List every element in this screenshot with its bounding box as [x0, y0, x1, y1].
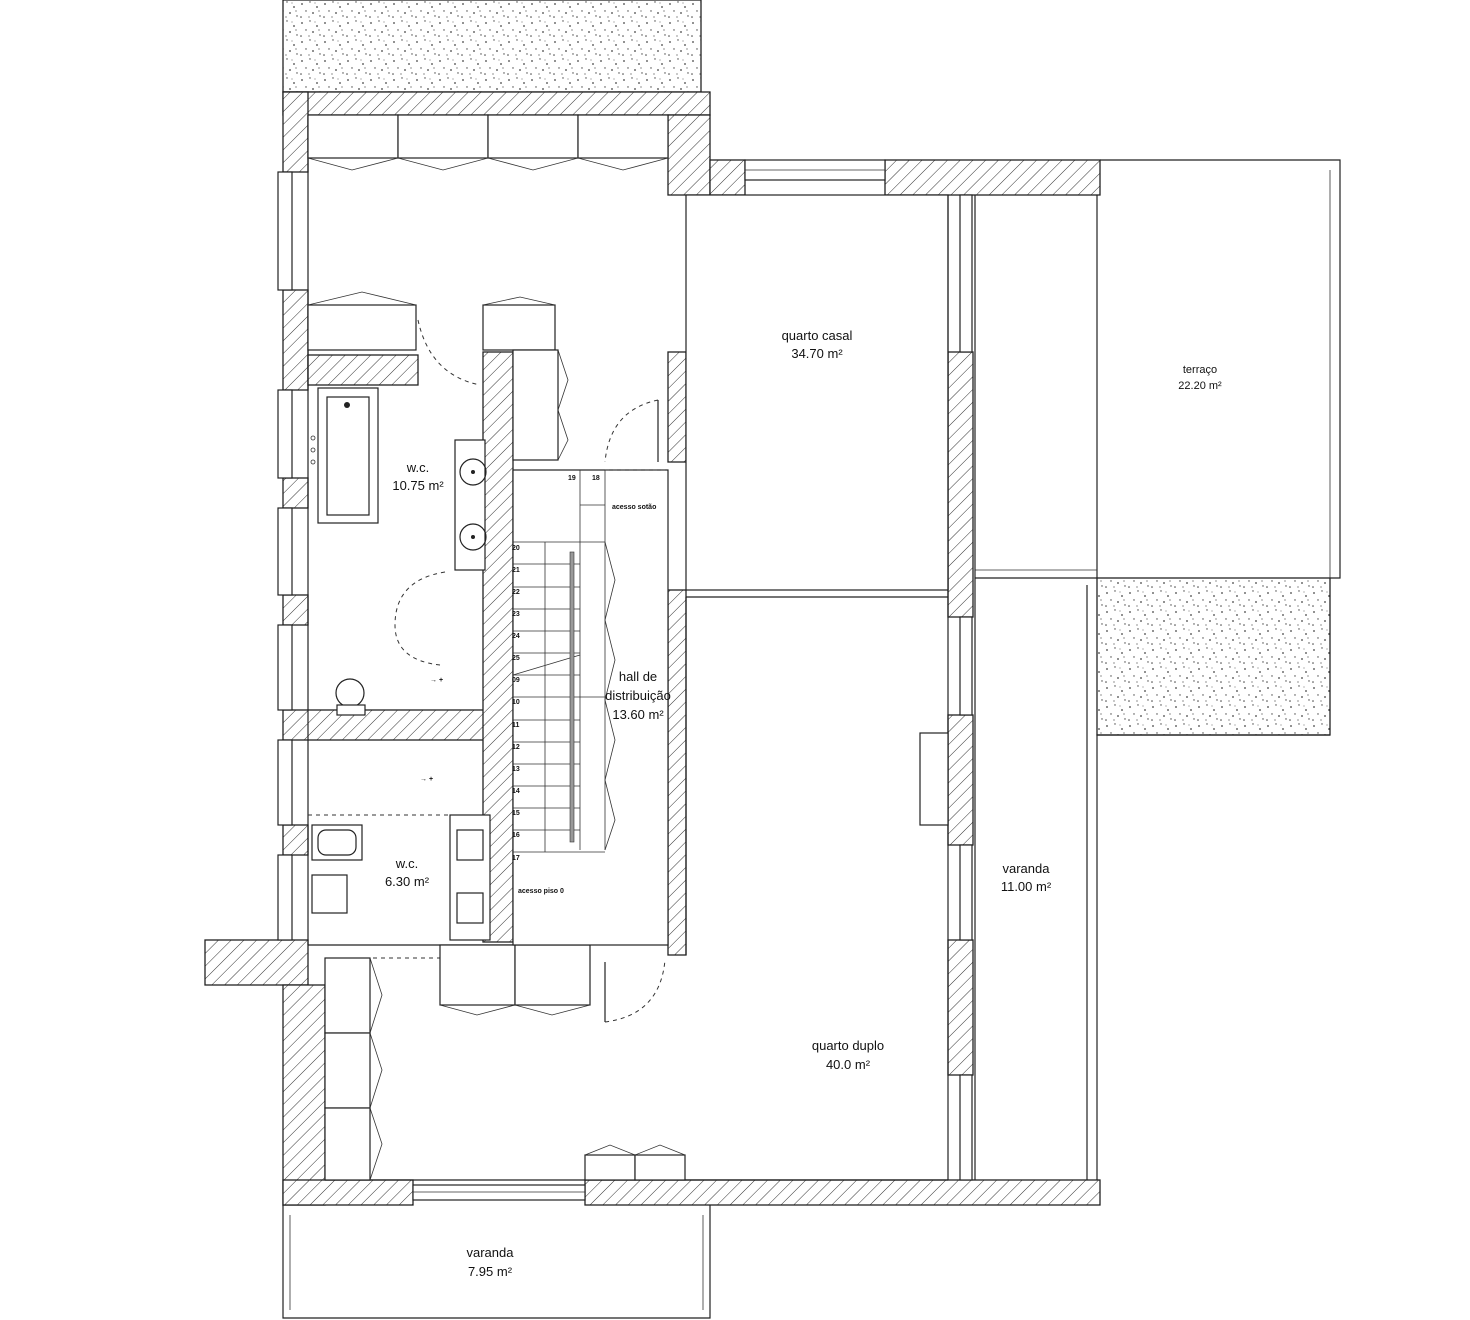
svg-text:14: 14: [512, 788, 520, 795]
room-varanda-bottom: varanda 7.95 m²: [467, 1245, 515, 1279]
wardrobes: [307, 114, 686, 1181]
svg-text:16: 16: [512, 832, 520, 839]
stair-numbers: 19 18 20 21 22 23 24 25 09 10 11 12 13 1…: [512, 475, 656, 895]
svg-text:10.75 m²: 10.75 m²: [392, 478, 444, 493]
bottom-balcony-outline: [282, 1205, 711, 1319]
svg-text:22.20 m²: 22.20 m²: [1178, 380, 1222, 392]
svg-text:quarto duplo: quarto duplo: [812, 1038, 884, 1053]
svg-text:18: 18: [592, 475, 600, 482]
planter-right: [1096, 577, 1331, 736]
svg-text:22: 22: [512, 589, 520, 596]
door-swings: [394, 319, 666, 1023]
svg-text:25: 25: [512, 655, 520, 662]
room-wc-large: w.c. 10.75 m²: [392, 460, 444, 493]
small-wc-fixtures: → + → +: [311, 677, 491, 941]
planter-top: [282, 0, 702, 93]
svg-text:terraço: terraço: [1183, 364, 1217, 376]
svg-text:w.c.: w.c.: [406, 460, 429, 475]
svg-text:40.0 m²: 40.0 m²: [826, 1057, 871, 1072]
room-varanda-right: varanda 11.00 m²: [1001, 861, 1052, 894]
svg-text:quarto casal: quarto casal: [782, 328, 853, 343]
svg-text:10: 10: [512, 699, 520, 706]
svg-text:09: 09: [512, 677, 520, 684]
svg-text:varanda: varanda: [467, 1245, 515, 1260]
walls: [204, 91, 1101, 1206]
svg-text:12: 12: [512, 744, 520, 751]
room-quarto-casal: quarto casal 34.70 m²: [782, 328, 853, 361]
svg-text:19: 19: [568, 475, 576, 482]
svg-text:20: 20: [512, 545, 520, 552]
svg-text:varanda: varanda: [1003, 861, 1051, 876]
svg-text:→ +: → +: [420, 776, 433, 783]
windows: [277, 159, 973, 1201]
access-attic-label: acesso sotão: [612, 504, 656, 511]
room-quarto-duplo: quarto duplo 40.0 m²: [812, 1038, 884, 1072]
svg-text:21: 21: [512, 567, 520, 574]
svg-text:23: 23: [512, 611, 520, 618]
access-ground-label: acesso piso 0: [518, 888, 564, 895]
svg-text:11: 11: [512, 722, 520, 729]
svg-text:15: 15: [512, 810, 520, 817]
svg-text:17: 17: [512, 855, 520, 862]
svg-text:7.95 m²: 7.95 m²: [468, 1264, 513, 1279]
terrace-outline: [975, 159, 1341, 1180]
svg-text:11.00 m²: 11.00 m²: [1001, 879, 1052, 894]
svg-text:13.60 m²: 13.60 m²: [612, 707, 664, 722]
svg-text:24: 24: [512, 633, 520, 640]
partitions: [307, 115, 976, 1181]
svg-text:34.70 m²: 34.70 m²: [791, 346, 843, 361]
svg-text:w.c.: w.c.: [395, 856, 418, 871]
svg-text:hall de: hall de: [619, 669, 657, 684]
room-hall: hall de distribuição 13.60 m²: [605, 669, 671, 722]
svg-text:distribuição: distribuição: [605, 688, 671, 703]
toilet: [335, 678, 366, 716]
svg-text:6.30 m²: 6.30 m²: [385, 874, 430, 889]
room-terraco: terraço 22.20 m²: [1178, 364, 1222, 392]
bathtub: [310, 387, 379, 524]
svg-text:→ +: → +: [430, 677, 443, 684]
staircase: [512, 469, 669, 946]
room-wc-small: w.c. 6.30 m²: [385, 856, 430, 889]
double-sink: [454, 439, 487, 571]
svg-text:13: 13: [512, 766, 520, 773]
